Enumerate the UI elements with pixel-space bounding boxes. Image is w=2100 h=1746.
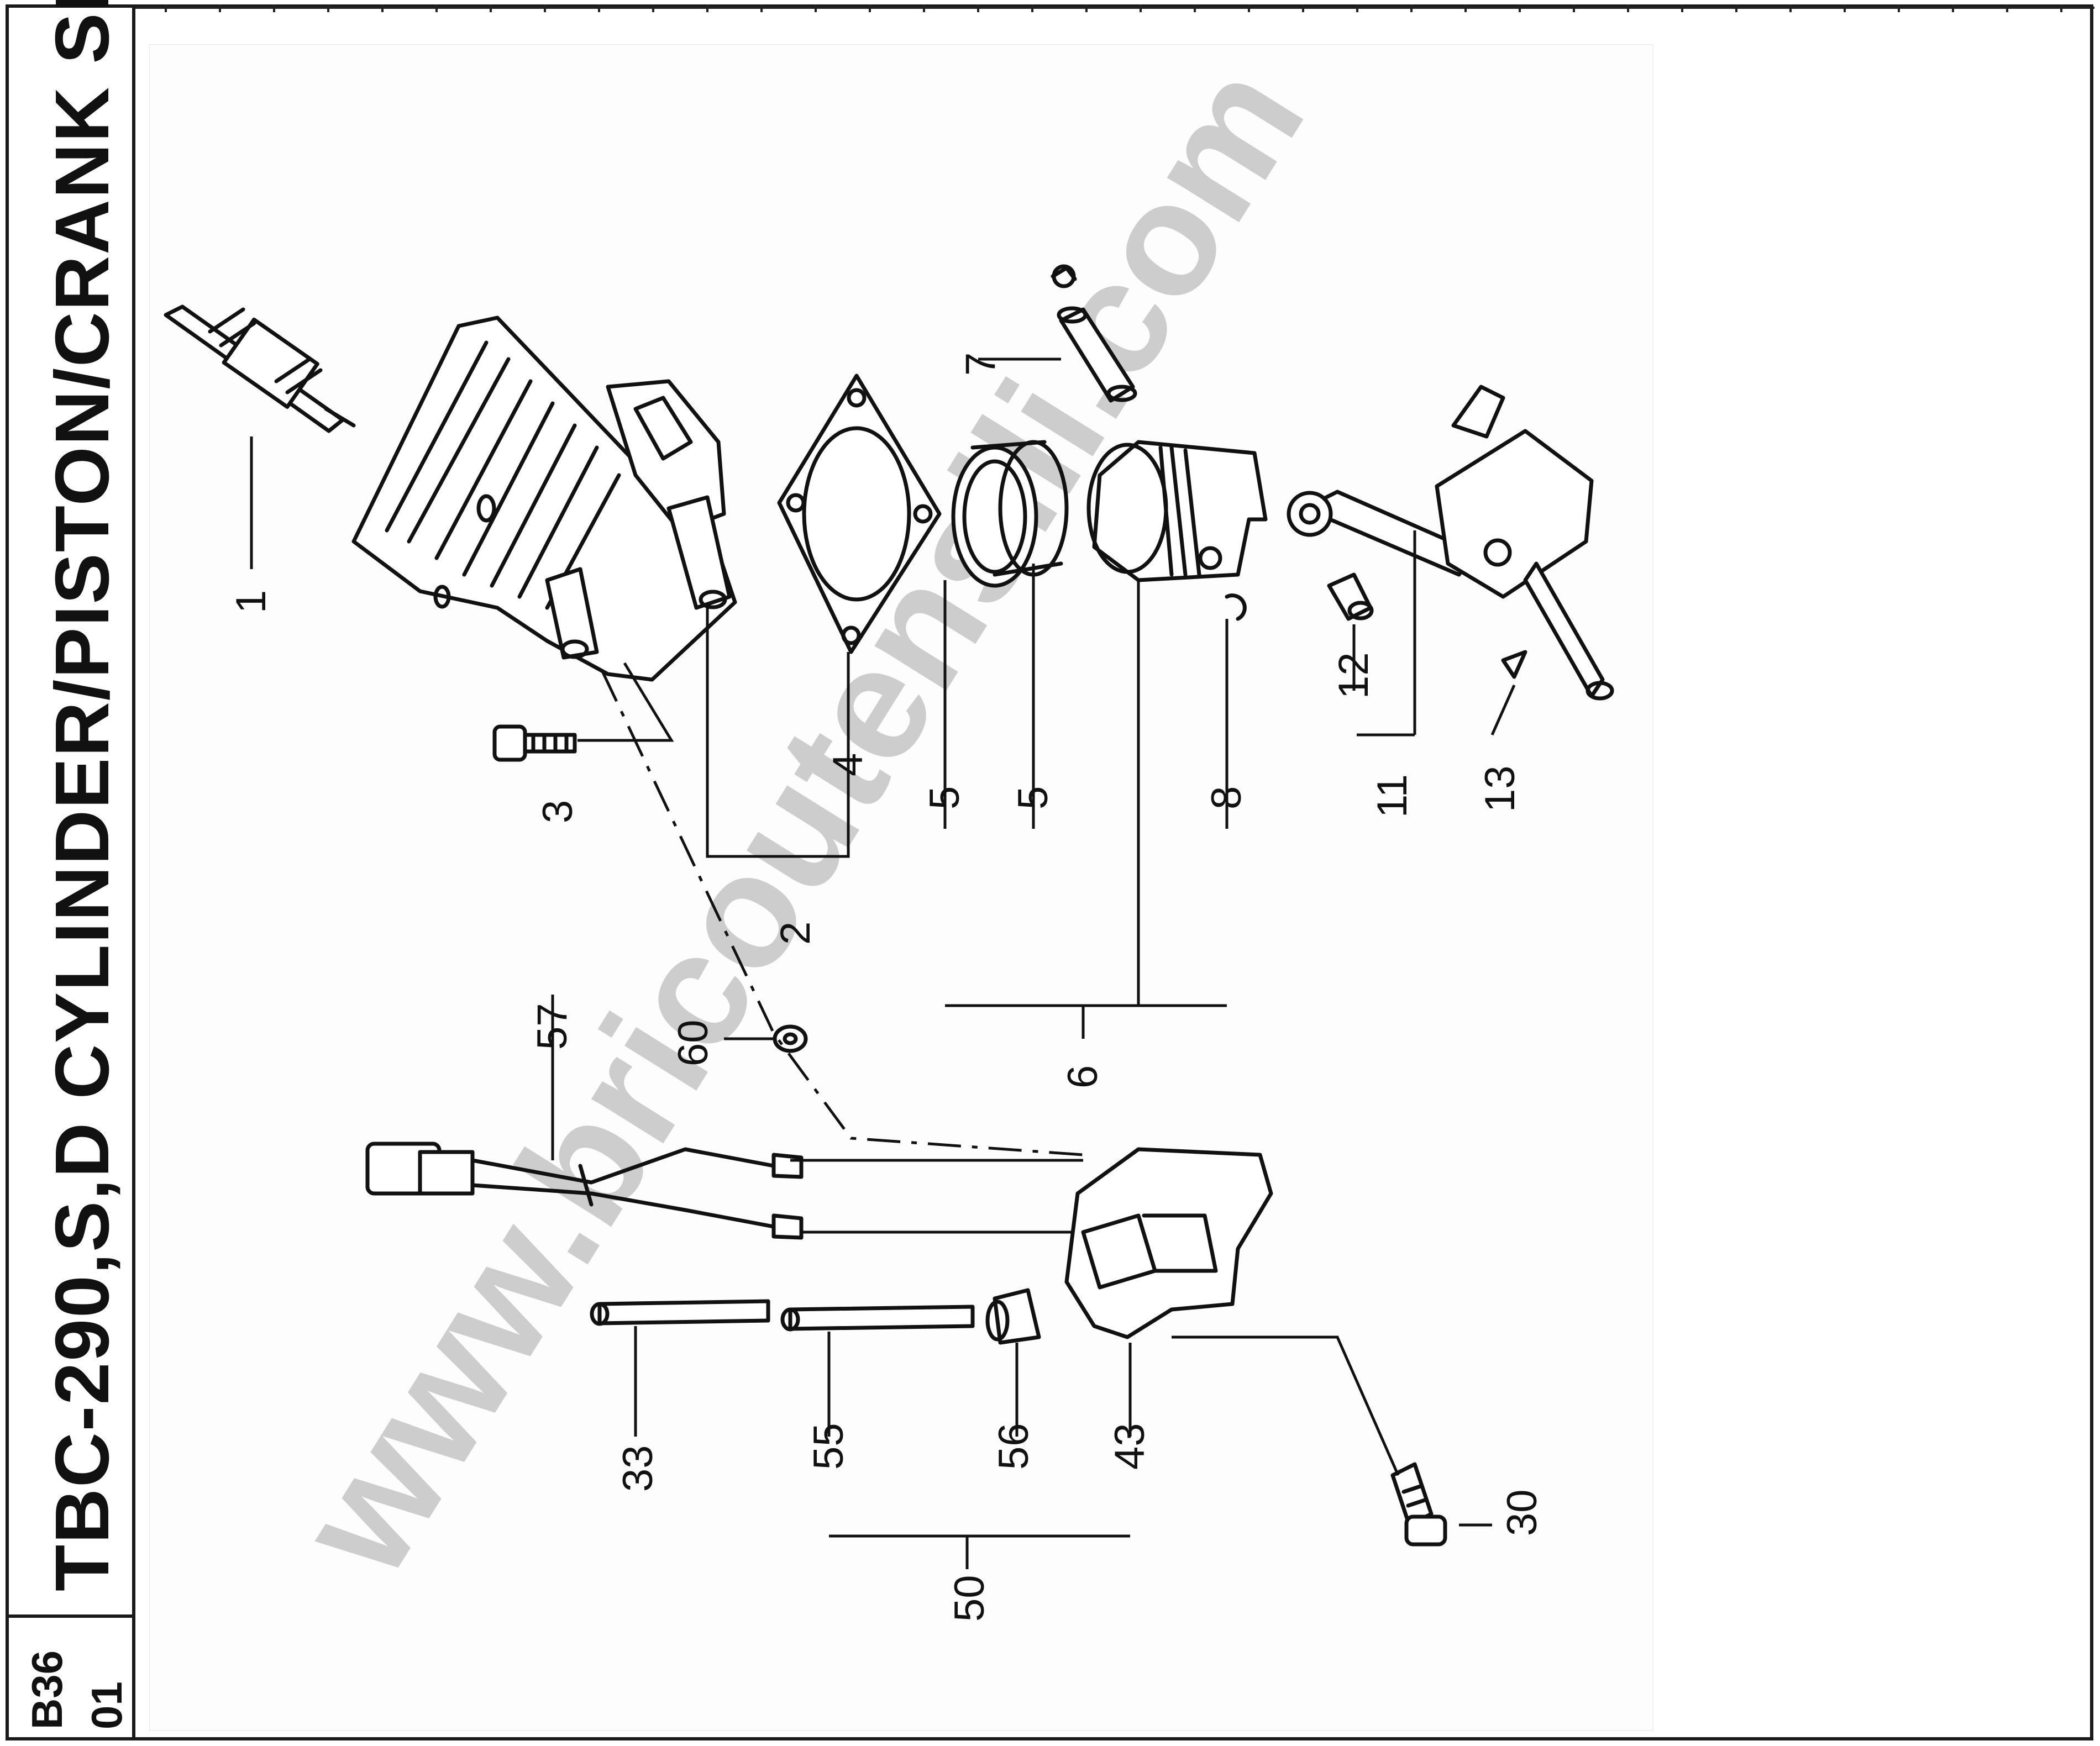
screw-3 xyxy=(492,724,577,762)
callout-7: 7 xyxy=(957,353,1004,376)
callout-56: 56 xyxy=(990,1423,1037,1470)
page-frame xyxy=(6,4,2093,1740)
callout-labels: 1 3 4 2 5 5 8 6 7 12 11 13 57 60 33 55 5… xyxy=(228,353,1546,1622)
watermark: www.bricoutensili.com xyxy=(262,34,1337,1606)
callout-11: 11 xyxy=(1369,774,1416,818)
callout-60: 60 xyxy=(670,1019,717,1066)
callout-5b: 5 xyxy=(1010,786,1057,809)
callout-57: 57 xyxy=(529,1003,576,1050)
callout-6: 6 xyxy=(1059,1065,1106,1088)
callout-33: 33 xyxy=(615,1445,662,1492)
needle-bearing xyxy=(1327,572,1374,621)
page-code-box xyxy=(6,1614,135,1742)
ht-lead xyxy=(780,1305,975,1332)
rubber-tube xyxy=(590,1299,770,1326)
callout-13: 13 xyxy=(1477,765,1524,812)
diagram-panel xyxy=(149,44,1653,1731)
bolt-30 xyxy=(1390,1462,1447,1547)
callout-8: 8 xyxy=(1203,786,1250,809)
ignition-coil xyxy=(1064,1147,1273,1339)
washer xyxy=(773,1024,808,1053)
title-strip xyxy=(6,4,135,1740)
callout-50: 50 xyxy=(946,1575,993,1622)
callout-4: 4 xyxy=(825,753,872,776)
leader-lines xyxy=(250,357,1516,1569)
callout-12: 12 xyxy=(1330,652,1377,699)
crankshaft xyxy=(1287,385,1614,701)
top-ruler xyxy=(135,4,2094,12)
piston-rings xyxy=(951,440,1069,588)
piston-pin xyxy=(1051,264,1137,403)
callout-30: 30 xyxy=(1499,1489,1546,1536)
circlip xyxy=(1225,593,1247,621)
callout-55: 55 xyxy=(805,1423,852,1470)
callout-1: 1 xyxy=(228,590,275,613)
wire-harness xyxy=(365,1142,804,1240)
piston xyxy=(1086,440,1268,582)
gasket xyxy=(777,374,942,654)
woodruff-key xyxy=(1501,650,1527,679)
plug-cap xyxy=(985,1288,1041,1345)
callout-3: 3 xyxy=(534,800,581,823)
callout-5a: 5 xyxy=(921,786,968,809)
spark-plug xyxy=(164,304,356,433)
cylinder xyxy=(351,315,737,682)
callout-2: 2 xyxy=(772,922,819,945)
callout-43: 43 xyxy=(1106,1423,1153,1470)
